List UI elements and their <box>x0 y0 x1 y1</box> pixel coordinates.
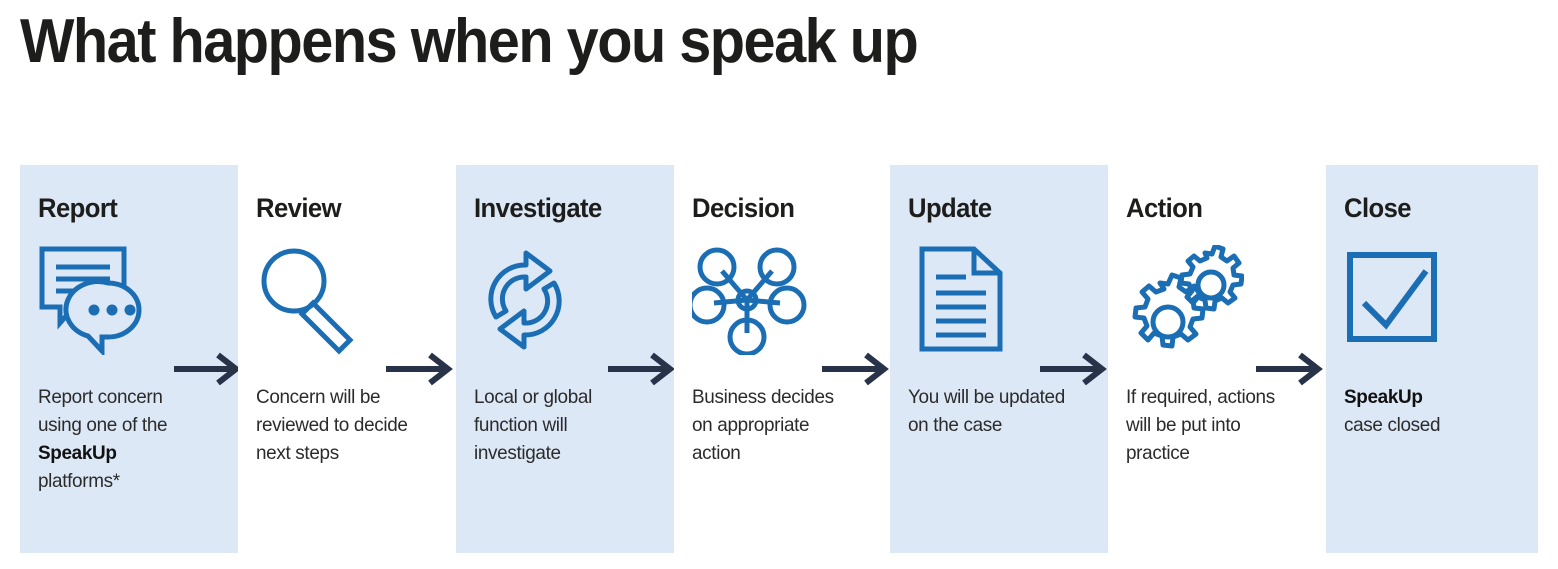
icon-row-investigate <box>474 245 656 357</box>
step-title-update: Update <box>908 193 992 223</box>
step-description-action: If required, actions will be put into pr… <box>1126 383 1303 467</box>
magnifier-icon <box>261 248 354 355</box>
desc-bold: SpeakUp <box>38 442 117 464</box>
step-description-decision: Business decides on appropriate action <box>692 383 869 467</box>
arrow-right-icon-3 <box>608 352 675 386</box>
arrow-right-icon-6 <box>1256 352 1323 386</box>
step-card-close: Close SpeakUp case closed <box>1326 165 1538 553</box>
desc-line: Report concern <box>38 386 163 408</box>
desc-line: If required, actions <box>1126 386 1275 408</box>
step-description-close: SpeakUp case closed <box>1344 383 1515 439</box>
desc-line: You will be updated <box>908 386 1065 408</box>
step-card-investigate: Investigate Local or global function wil… <box>456 165 674 553</box>
arrow-right-icon-2 <box>386 352 453 386</box>
step-title-close: Close <box>1344 193 1412 223</box>
desc-line: Local or global <box>474 386 592 408</box>
icon-row-report <box>38 245 220 357</box>
network-nodes-icon <box>692 247 807 355</box>
step-title-review: Review <box>256 193 342 223</box>
process-flow: Report Report concern using one of the S… <box>0 165 1558 555</box>
step-description-investigate: Local or global function will investigat… <box>474 383 651 467</box>
checkbox-check-icon <box>1347 252 1437 342</box>
desc-line: platforms* <box>38 470 120 492</box>
desc-line: will be put into <box>1126 414 1241 436</box>
desc-line: Business decides <box>692 386 834 408</box>
icon-row-action <box>1126 245 1308 357</box>
step-card-report: Report Report concern using one of the S… <box>20 165 238 553</box>
desc-line: case closed <box>1344 414 1441 436</box>
cycle-arrows-icon <box>488 250 562 350</box>
document-lines-icon <box>919 246 1003 352</box>
step-description-report: Report concern using one of the SpeakUp … <box>38 383 215 495</box>
step-title-investigate: Investigate <box>474 193 602 223</box>
arrow-right-icon-1 <box>174 352 241 386</box>
desc-line: investigate <box>474 442 561 464</box>
desc-line: on the case <box>908 414 1003 436</box>
icon-row-review <box>256 245 438 357</box>
desc-line: action <box>692 442 741 464</box>
step-card-review: Review Concern will be reviewed to decid… <box>238 165 456 553</box>
desc-line: practice <box>1126 442 1190 464</box>
icon-row-decision <box>692 245 874 357</box>
desc-line: function will <box>474 414 568 436</box>
desc-line: next steps <box>256 442 339 464</box>
arrow-right-icon-4 <box>822 352 889 386</box>
desc-line: on appropriate <box>692 414 810 436</box>
step-card-decision: Decision Business decides <box>674 165 892 553</box>
desc-line: using one of the <box>38 414 168 436</box>
icon-row-update <box>908 245 1090 357</box>
step-description-review: Concern will be reviewed to decide next … <box>256 383 433 467</box>
desc-line: reviewed to decide <box>256 414 408 436</box>
step-title-decision: Decision <box>692 193 795 223</box>
icon-row-close <box>1344 245 1520 357</box>
page-title: What happens when you speak up <box>20 7 919 76</box>
step-card-update: Update You will be updated on the case <box>890 165 1108 553</box>
arrow-right-icon-5 <box>1040 352 1107 386</box>
gears-icon <box>1132 245 1244 349</box>
desc-line: Concern will be <box>256 386 381 408</box>
step-card-action: Action If required, actions will be put … <box>1108 165 1326 553</box>
step-description-update: You will be updated on the case <box>908 383 1085 439</box>
desc-bold: SpeakUp <box>1344 386 1423 408</box>
speech-bubbles-icon <box>39 246 142 355</box>
step-title-action: Action <box>1126 193 1203 223</box>
step-title-report: Report <box>38 193 118 223</box>
